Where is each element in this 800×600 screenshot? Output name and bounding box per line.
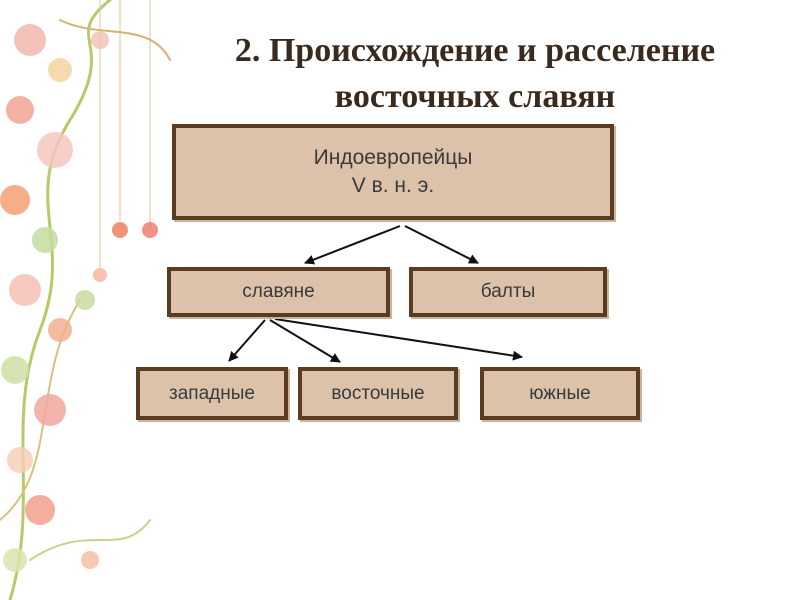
arrow-slavs-to-west xyxy=(228,319,266,362)
arrow-root-to-balts xyxy=(404,225,479,264)
node-balts-label: балты xyxy=(480,281,536,302)
node-indo-europeans-name: Индоевропейцы xyxy=(313,146,473,169)
node-eastern-label: восточные xyxy=(331,382,425,404)
node-indo-europeans: Индоевропейцы V в. н. э. xyxy=(172,124,614,220)
floral-decoration xyxy=(0,0,171,600)
node-eastern: восточные xyxy=(298,367,458,420)
node-western: западные xyxy=(136,367,288,420)
node-indo-europeans-date: V в. н. э. xyxy=(351,174,435,197)
arrow-slavs-to-south xyxy=(274,318,523,361)
node-western-label: западные xyxy=(169,382,255,404)
slide-title-line-1: 2. Происхождение и расселение xyxy=(234,32,716,69)
arrow-slavs-to-east xyxy=(269,319,341,363)
node-slavs: славяне xyxy=(167,267,390,317)
slide-title: 2. Происхождение и расселение восточных … xyxy=(150,28,800,120)
node-southern: южные xyxy=(480,367,640,420)
arrow-root-to-slavs xyxy=(304,225,401,265)
node-slavs-label: славяне xyxy=(242,281,315,302)
slide-title-line-2: восточных славян xyxy=(334,78,616,115)
node-southern-label: южные xyxy=(529,382,591,404)
node-balts: балты xyxy=(409,267,607,317)
